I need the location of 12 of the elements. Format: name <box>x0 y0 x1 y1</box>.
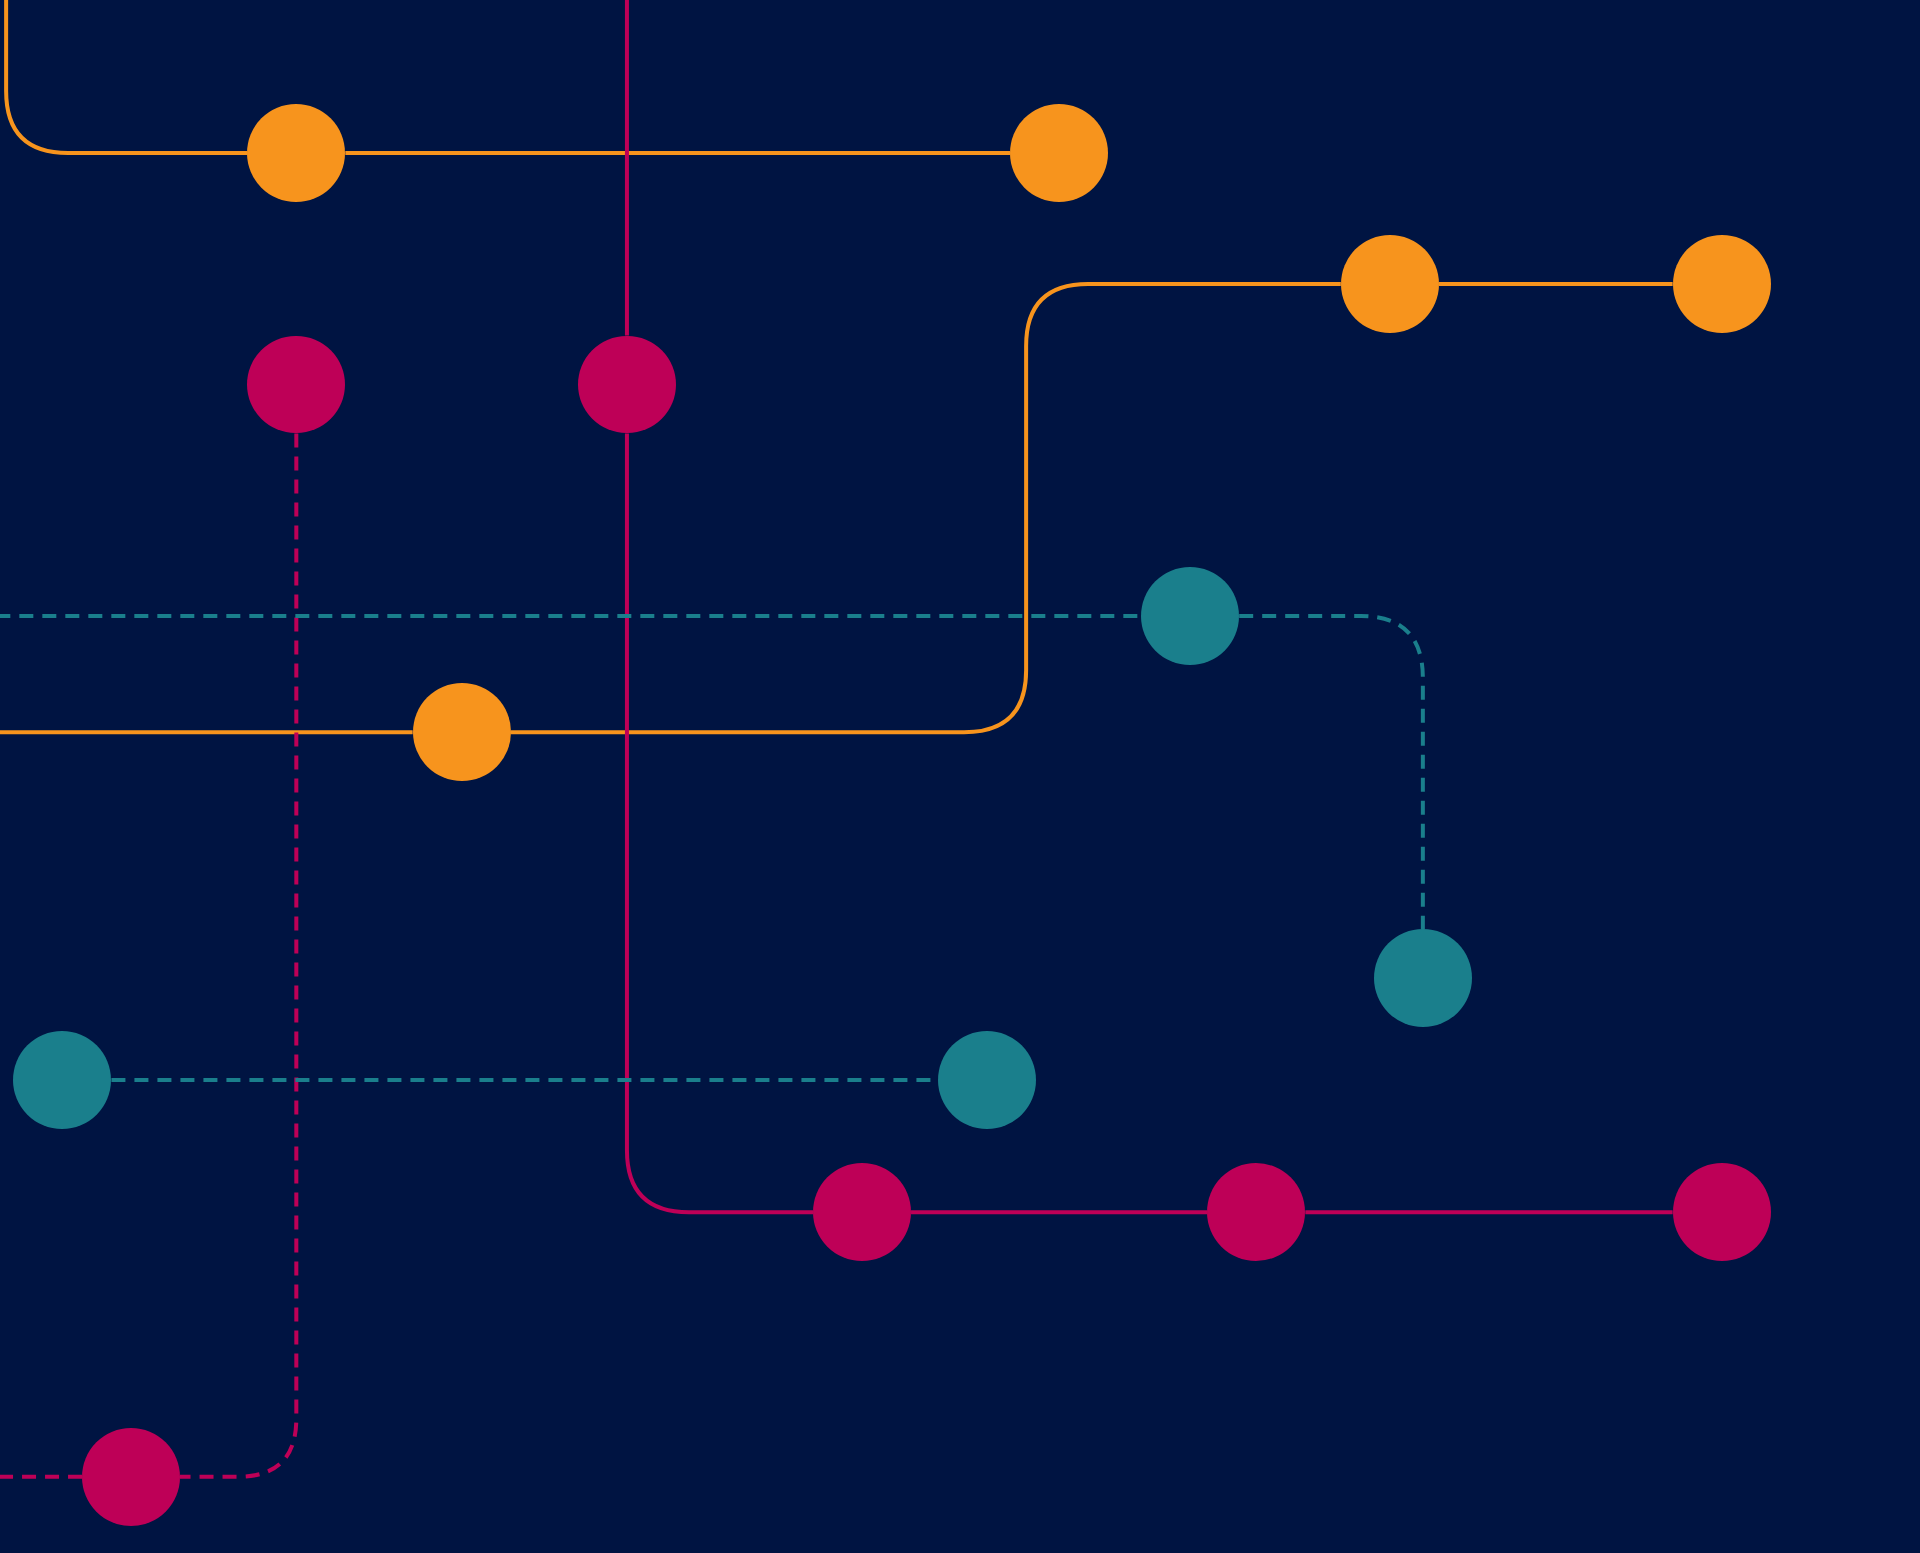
dashed-connector-line <box>0 1474 83 1479</box>
connector-line <box>510 282 1341 735</box>
connector-line <box>0 730 413 735</box>
connector-line <box>624 0 629 336</box>
connector-line <box>345 151 1011 156</box>
connector-line <box>4 0 248 156</box>
dashed-connector-line <box>1239 613 1425 930</box>
connector-line <box>1305 1210 1673 1215</box>
dashed-connector-line <box>180 433 299 1479</box>
connector-line <box>1438 282 1673 287</box>
connector-line <box>624 433 814 1215</box>
connector-line <box>911 1210 1208 1215</box>
